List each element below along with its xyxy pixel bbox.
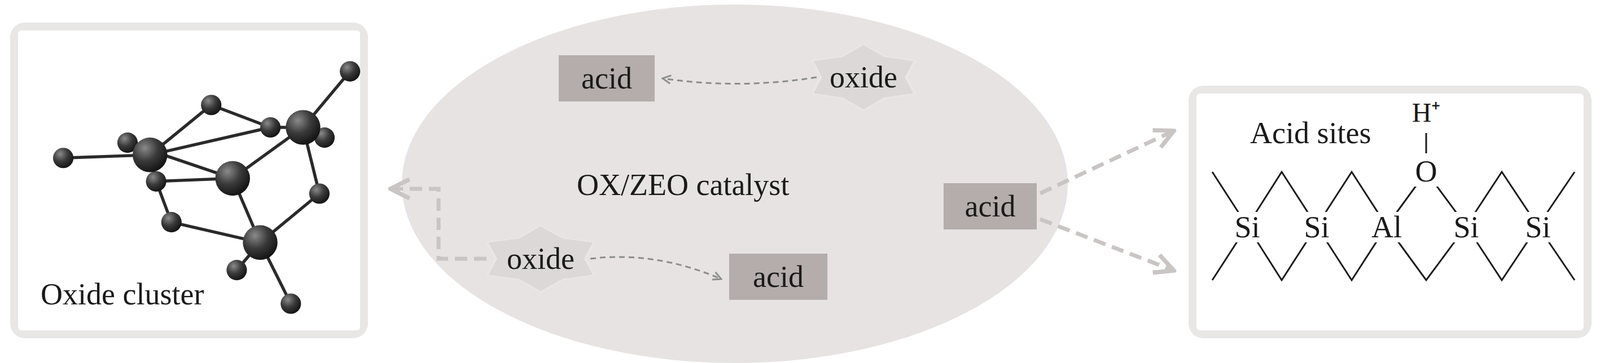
dashed-arrow (1040, 130, 1174, 194)
node-text: OX/ZEO catalyst (576, 169, 789, 202)
atom-label: Al (1369, 212, 1405, 243)
node-text: Acid sites (1250, 117, 1371, 150)
proton-label: H⁺ (1409, 99, 1444, 127)
panel-frame (10, 22, 368, 339)
zeolite-framework (1212, 133, 1575, 281)
acid-box: acid (943, 183, 1037, 230)
acid-box: acid (729, 253, 828, 301)
panel-ground (1196, 93, 1584, 331)
star-shape (487, 225, 595, 293)
oxide-cluster-illustration (53, 60, 361, 314)
node-text: acid (752, 261, 804, 294)
atom-label: Si (1451, 212, 1481, 243)
atom-label: Si (1232, 212, 1262, 243)
oxide-star: oxide (478, 225, 603, 293)
dashed-arrow (1040, 219, 1174, 271)
oxide-star: oxide (804, 44, 923, 111)
star-shape (812, 44, 915, 111)
catalyst-ellipse (401, 4, 1068, 363)
dashed-arrow (590, 257, 722, 280)
node-text: oxide (506, 243, 575, 276)
node-text: oxide (829, 61, 898, 94)
cluster-panel: Oxide cluster (10, 22, 368, 339)
dashed-arrow (662, 77, 817, 85)
catalyst-ellipse: OX/ZEO catalyst acid oxide oxide acid acid (402, 4, 1067, 363)
panel-frame (1188, 85, 1592, 339)
node-text: acid (965, 190, 1016, 223)
atom-label: O (1413, 156, 1440, 187)
atom-label: Si (1301, 212, 1332, 243)
panel-ground (18, 30, 361, 331)
node-text: Oxide cluster (40, 278, 204, 311)
dashed-arrow (390, 189, 487, 260)
atom-label: Si (1522, 212, 1553, 243)
node-text: acid (581, 62, 633, 95)
acid-box: acid (558, 55, 655, 102)
